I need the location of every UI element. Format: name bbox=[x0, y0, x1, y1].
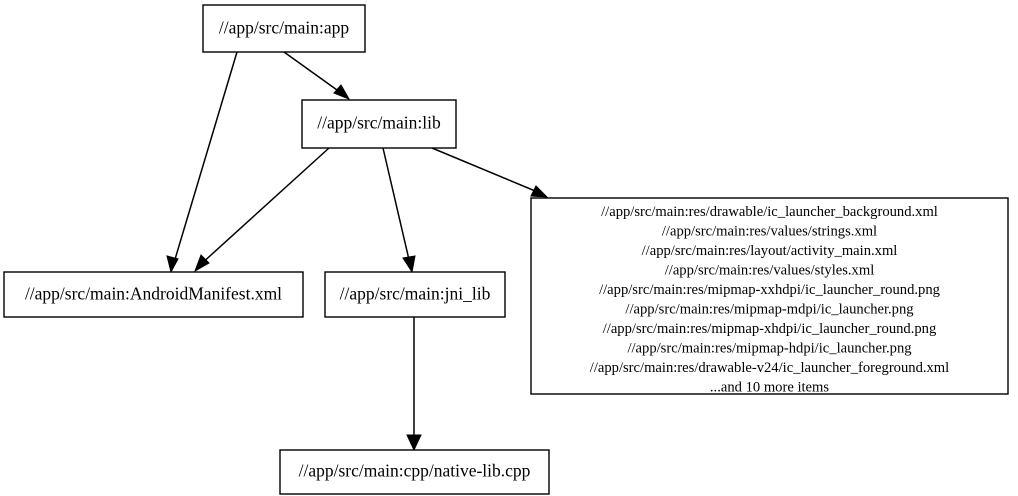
resources-line-8: //app/src/main:res/mipmap-hdpi/ic_launch… bbox=[627, 341, 912, 357]
arrowhead-app-to-lib bbox=[333, 84, 351, 100]
node-resources-box[interactable] bbox=[530, 197, 1009, 395]
resources-line-1: //app/src/main:res/drawable/ic_launcher_… bbox=[601, 204, 938, 220]
edge-line-lib-to-manifest bbox=[199, 147, 330, 266]
arrowhead-lib-to-jni-lib bbox=[402, 255, 416, 274]
edge-lib-to-resources bbox=[431, 147, 549, 198]
resources-line-9: //app/src/main:res/drawable-v24/ic_launc… bbox=[590, 360, 949, 376]
node-resources-group[interactable]: //app/src/main:res/drawable/ic_launcher_… bbox=[530, 197, 1009, 396]
edge-app-to-manifest bbox=[166, 51, 238, 274]
node-app-label: //app/src/main:app bbox=[219, 18, 349, 38]
node-native-lib-cpp-box[interactable] bbox=[279, 449, 550, 495]
resources-line-3: //app/src/main:res/layout/activity_main.… bbox=[642, 243, 898, 259]
resources-line-4: //app/src/main:res/values/styles.xml bbox=[665, 263, 875, 279]
resources-line-7: //app/src/main:res/mipmap-xhdpi/ic_launc… bbox=[603, 321, 937, 337]
edge-jni-lib-to-native-lib bbox=[406, 317, 422, 452]
node-lib[interactable]: //app/src/main:lib bbox=[301, 99, 457, 149]
arrowhead-lib-to-resources bbox=[530, 185, 549, 198]
edge-lib-to-manifest bbox=[194, 147, 330, 273]
arrowhead-lib-to-manifest bbox=[194, 254, 210, 273]
edge-line-lib-to-jni-lib bbox=[382, 147, 411, 265]
edge-layer bbox=[166, 51, 549, 452]
edge-app-to-lib bbox=[283, 51, 351, 100]
resources-line-2: //app/src/main:res/values/strings.xml bbox=[662, 224, 877, 240]
node-layer: //app/src/main:app //app/src/main:lib //… bbox=[3, 4, 1009, 495]
node-jni-lib[interactable]: //app/src/main:jni_lib bbox=[324, 271, 506, 318]
arrowhead-jni-lib-to-native-lib bbox=[406, 434, 422, 452]
node-jni-lib-box[interactable] bbox=[324, 271, 506, 318]
node-app[interactable]: //app/src/main:app bbox=[202, 4, 366, 53]
edge-lib-to-jni-lib bbox=[382, 147, 416, 274]
node-android-manifest-box[interactable] bbox=[3, 271, 304, 318]
node-android-manifest-label: //app/src/main:AndroidManifest.xml bbox=[25, 284, 282, 304]
edge-line-app-to-manifest bbox=[172, 51, 238, 267]
arrowhead-app-to-manifest bbox=[166, 255, 179, 274]
node-lib-label: //app/src/main:lib bbox=[317, 113, 441, 133]
node-native-lib-cpp[interactable]: //app/src/main:cpp/native-lib.cpp bbox=[279, 449, 550, 495]
resources-line-6: //app/src/main:res/mipmap-mdpi/ic_launch… bbox=[625, 302, 914, 318]
edge-line-app-to-lib bbox=[283, 51, 345, 96]
edge-line-lib-to-resources bbox=[431, 147, 541, 194]
node-jni-lib-label: //app/src/main:jni_lib bbox=[340, 284, 491, 304]
node-android-manifest[interactable]: //app/src/main:AndroidManifest.xml bbox=[3, 271, 304, 318]
resources-overflow-label: ...and 10 more items bbox=[710, 380, 829, 396]
node-lib-box[interactable] bbox=[301, 99, 457, 149]
node-native-lib-cpp-label: //app/src/main:cpp/native-lib.cpp bbox=[299, 461, 531, 481]
node-app-box[interactable] bbox=[202, 4, 366, 53]
resources-line-5: //app/src/main:res/mipmap-xxhdpi/ic_laun… bbox=[599, 282, 941, 298]
